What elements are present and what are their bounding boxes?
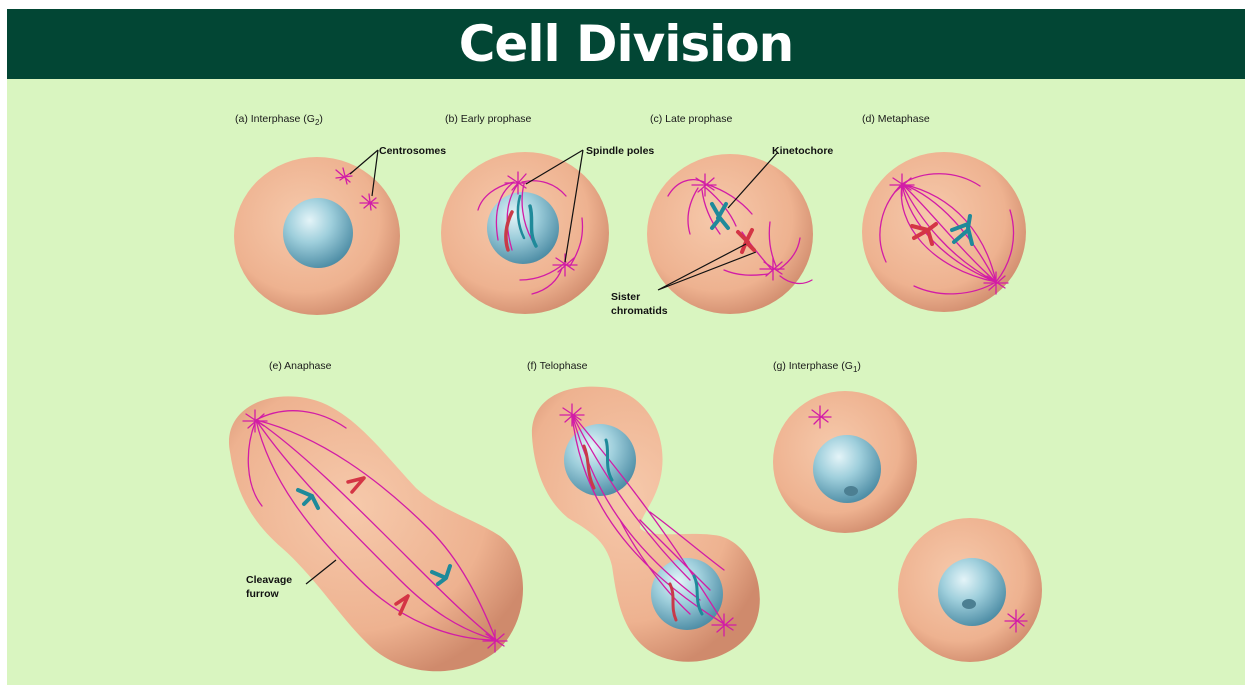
phase-label-b: (b) Early prophase [445, 113, 532, 125]
label-cleavage: Cleavage [246, 574, 292, 586]
cell-interphase-g1-bottom [898, 518, 1042, 662]
phase-label-d: (d) Metaphase [862, 113, 930, 125]
cytoplasm [229, 396, 523, 671]
cell-late-prophase [647, 152, 813, 314]
nucleolus [844, 486, 858, 496]
label-spindle-poles: Spindle poles [586, 145, 654, 157]
cell-interphase-g2 [234, 150, 400, 315]
phase-label-g: (g) Interphase (G1) [773, 360, 861, 374]
phase-label-c: (c) Late prophase [650, 113, 732, 125]
cell-early-prophase [441, 150, 609, 314]
phase-label-e: (e) Anaphase [269, 360, 332, 372]
phase-label-f: (f) Telophase [527, 360, 588, 372]
nucleus [651, 558, 723, 630]
label-centrosomes: Centrosomes [379, 145, 446, 157]
cell-interphase-g1-top [773, 391, 917, 533]
cytoplasm [862, 152, 1026, 312]
cytoplasm [647, 154, 813, 314]
nucleus [938, 558, 1006, 626]
phase-label-a: (a) Interphase (G2) [235, 113, 323, 127]
cell-telophase [532, 387, 760, 662]
cell-anaphase [229, 396, 523, 671]
nucleolus [962, 599, 976, 609]
cytoplasm [532, 387, 760, 662]
label-sister: Sister [611, 291, 640, 303]
cell-metaphase [862, 152, 1026, 312]
nucleus [283, 198, 353, 268]
label-furrow: furrow [246, 588, 279, 600]
label-kinetochore: Kinetochore [772, 145, 833, 157]
label-chromatids: chromatids [611, 305, 668, 317]
nucleus [487, 192, 559, 264]
